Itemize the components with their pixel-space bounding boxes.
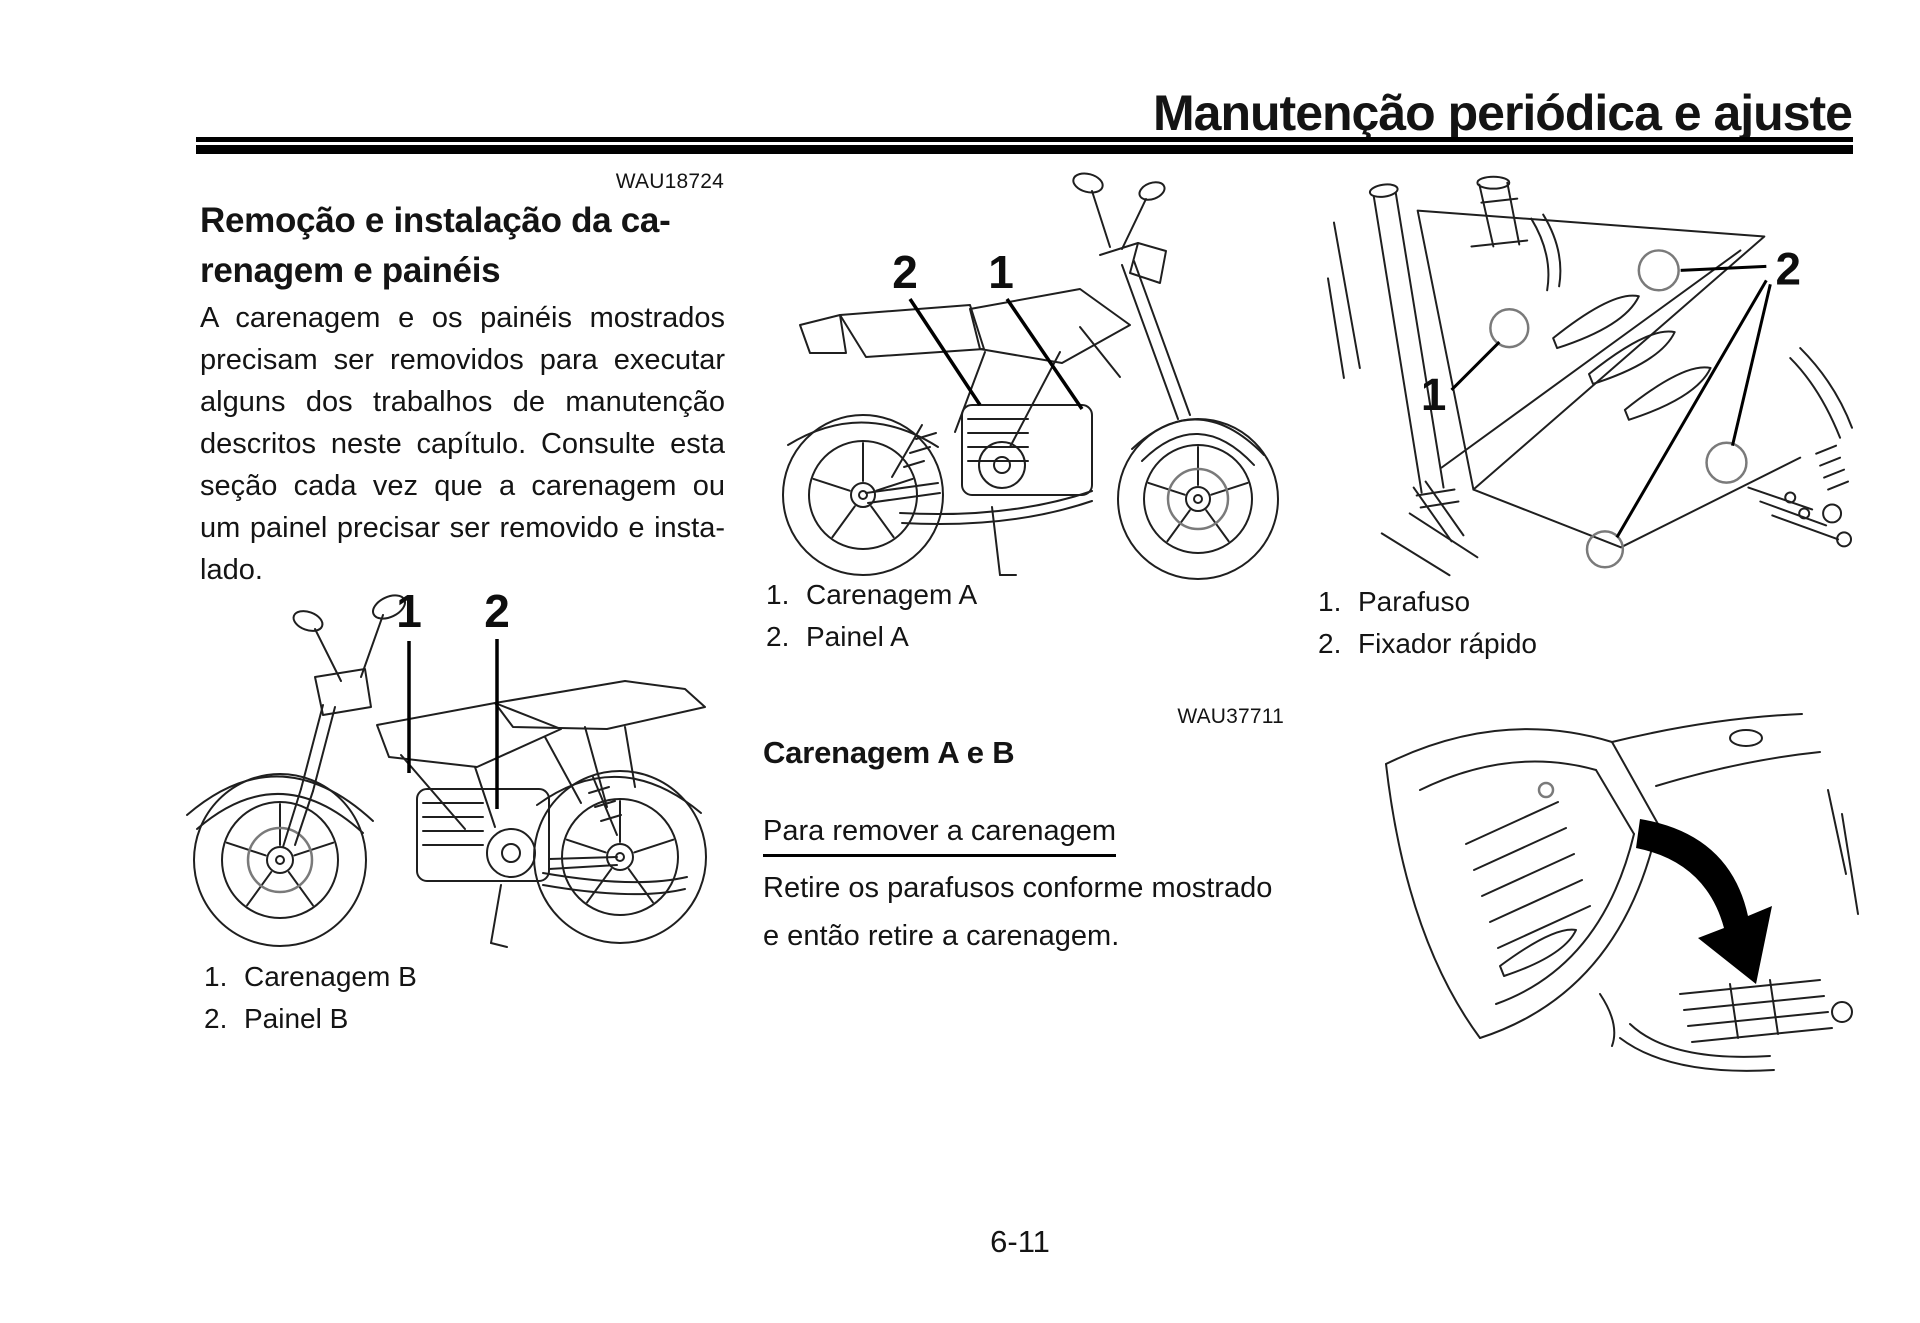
body-line: lado. xyxy=(200,554,263,586)
figure-callout-1: 1 xyxy=(1421,369,1446,420)
figure-motorcycle-right-side: 2 1 xyxy=(770,147,1285,584)
figure-fairing-removal-detail xyxy=(1350,693,1860,1085)
caption-item: 2. Painel B xyxy=(204,998,417,1040)
procedure-line: e então retire a carenagem. xyxy=(763,920,1120,952)
body-line: descritos neste capítulo. Consulte esta xyxy=(200,428,725,460)
caption-number: 1. xyxy=(204,961,228,992)
procedure-title: Para remover a carenagem xyxy=(763,815,1116,857)
caption-number: 2. xyxy=(766,621,790,652)
caption-text: Carenagem B xyxy=(244,961,417,992)
figure-motorcycle-left-side: 1 2 xyxy=(165,577,710,962)
page-title: Manutenção periódica e ajuste xyxy=(1153,85,1853,141)
section-heading: Remoção e instalação da ca- renagem e pa… xyxy=(200,196,740,296)
removal-direction-arrow xyxy=(1636,819,1772,984)
caption-item: 1. Parafuso xyxy=(1318,581,1537,623)
caption-text: Parafuso xyxy=(1358,586,1471,617)
figure-caption-list: 1. Carenagem A 2. Painel A xyxy=(766,574,977,658)
caption-text: Carenagem A xyxy=(806,579,978,610)
header-rule-thin xyxy=(196,137,1853,142)
caption-number: 2. xyxy=(1318,628,1342,659)
figure-callout-1: 1 xyxy=(988,246,1014,298)
page-number: 6-11 xyxy=(990,1224,1050,1259)
subsection-heading: Carenagem A e B xyxy=(763,735,1015,770)
figure-fairing-fasteners-detail: 1 2 xyxy=(1322,158,1855,578)
section-heading-line1: Remoção e instalação da ca- xyxy=(200,201,671,240)
body-line: alguns dos trabalhos de manutenção xyxy=(200,386,725,418)
caption-text: Painel B xyxy=(244,1003,349,1034)
body-line: seção cada vez que a carenagem ou xyxy=(200,470,725,502)
body-line: precisam ser removidos para executar xyxy=(200,344,725,376)
caption-item: 1. Carenagem B xyxy=(204,956,417,998)
figure-caption-list: 1. Carenagem B 2. Painel B xyxy=(204,956,417,1040)
caption-number: 2. xyxy=(204,1003,228,1034)
header-rule-thick xyxy=(196,145,1853,154)
figure-callout-2: 2 xyxy=(484,585,510,637)
figure-callout-2: 2 xyxy=(1776,243,1801,294)
caption-text: Fixador rápido xyxy=(1358,628,1537,659)
section-body-text: A carenagem e os painéis mostrados preci… xyxy=(200,297,725,591)
section-heading-line2: renagem e painéis xyxy=(200,251,501,290)
figure-callout-1: 1 xyxy=(396,585,422,637)
caption-number: 1. xyxy=(1318,586,1342,617)
caption-number: 1. xyxy=(766,579,790,610)
figure-caption-list: 1. Parafuso 2. Fixador rápido xyxy=(1318,581,1537,665)
section-code-wau18724: WAU18724 xyxy=(615,170,724,193)
caption-item: 2. Fixador rápido xyxy=(1318,623,1537,665)
caption-text: Painel A xyxy=(806,621,909,652)
caption-item: 2. Painel A xyxy=(766,616,977,658)
figure-callout-2: 2 xyxy=(892,246,918,298)
section-code-wau37711: WAU37711 xyxy=(1177,705,1284,728)
caption-item: 1. Carenagem A xyxy=(766,574,977,616)
procedure-line: Retire os parafusos conforme mostrado xyxy=(763,872,1273,904)
body-line: A carenagem e os painéis mostrados xyxy=(200,302,725,334)
body-line: um painel precisar ser removido e insta- xyxy=(200,512,725,544)
